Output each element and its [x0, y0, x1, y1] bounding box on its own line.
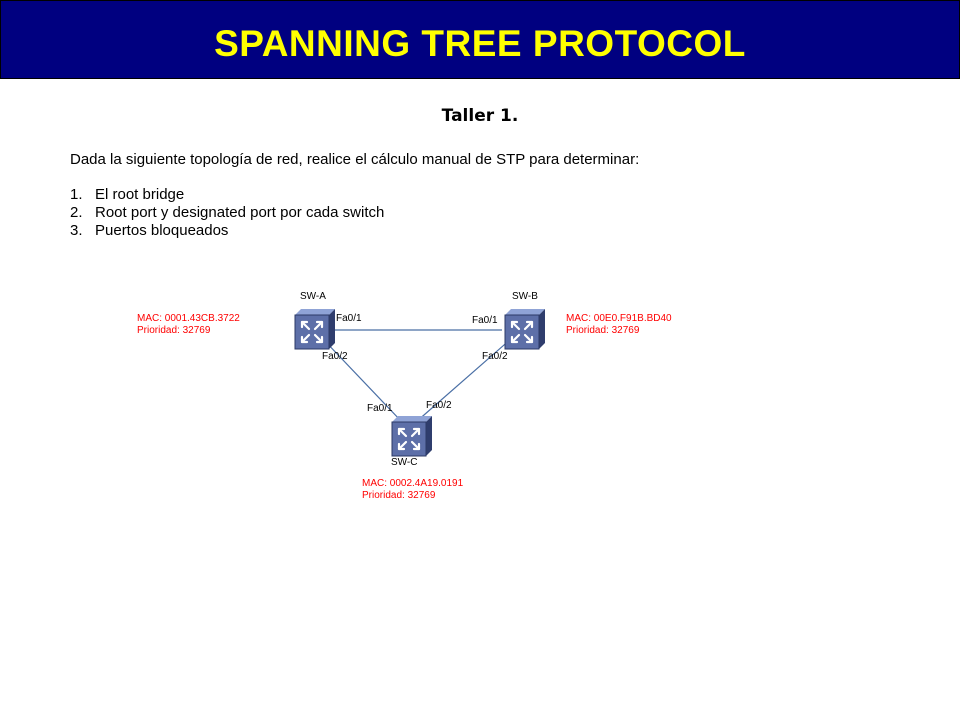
switch-a-info: MAC: 0001.43CB.3722 Prioridad: 32769 — [137, 313, 240, 337]
switch-c-name: SW-C — [391, 457, 418, 468]
switch-b-icon[interactable] — [501, 309, 545, 353]
switch-b-mac: MAC: 00E0.F91B.BD40 — [566, 313, 672, 324]
link-b-c — [415, 337, 513, 423]
link-a-c — [321, 337, 403, 423]
task-item: 2.Root port y designated port por cada s… — [70, 204, 385, 221]
switch-a-name: SW-A — [300, 291, 326, 302]
switch-c-mac: MAC: 0002.4A19.0191 — [362, 478, 464, 489]
switch-b-info: MAC: 00E0.F91B.BD40 Prioridad: 32769 — [566, 313, 672, 337]
task-list: 1.El root bridge 2.Root port y designate… — [70, 186, 384, 240]
switch-c-priority: Prioridad: 32769 — [362, 490, 436, 501]
port-label-a-fa02: Fa0/2 — [322, 351, 348, 362]
title-banner: SPANNING TREE PROTOCOL — [0, 0, 960, 79]
port-label-a-fa01: Fa0/1 — [336, 313, 362, 324]
task-item: 1.El root bridge — [70, 186, 185, 203]
task-item: 3.Puertos bloqueados — [70, 222, 229, 239]
switch-c-info: MAC: 0002.4A19.0191 Prioridad: 32769 — [362, 478, 463, 502]
switch-b-priority: Prioridad: 32769 — [566, 325, 640, 336]
port-label-b-fa01: Fa0/1 — [472, 315, 498, 326]
switch-a-mac: MAC: 0001.43CB.3722 — [137, 313, 240, 324]
port-label-c-fa02: Fa0/2 — [426, 400, 452, 411]
switch-c-icon[interactable] — [388, 416, 432, 460]
switch-a-icon[interactable] — [291, 309, 335, 353]
port-label-c-fa01: Fa0/1 — [367, 403, 393, 414]
page-title: SPANNING TREE PROTOCOL — [214, 23, 746, 64]
port-label-b-fa02: Fa0/2 — [482, 351, 508, 362]
switch-b-name: SW-B — [512, 291, 538, 302]
switch-a-priority: Prioridad: 32769 — [137, 325, 211, 336]
instructions-text: Dada la siguiente topología de red, real… — [70, 151, 640, 168]
section-subtitle: Taller 1. — [441, 106, 519, 126]
